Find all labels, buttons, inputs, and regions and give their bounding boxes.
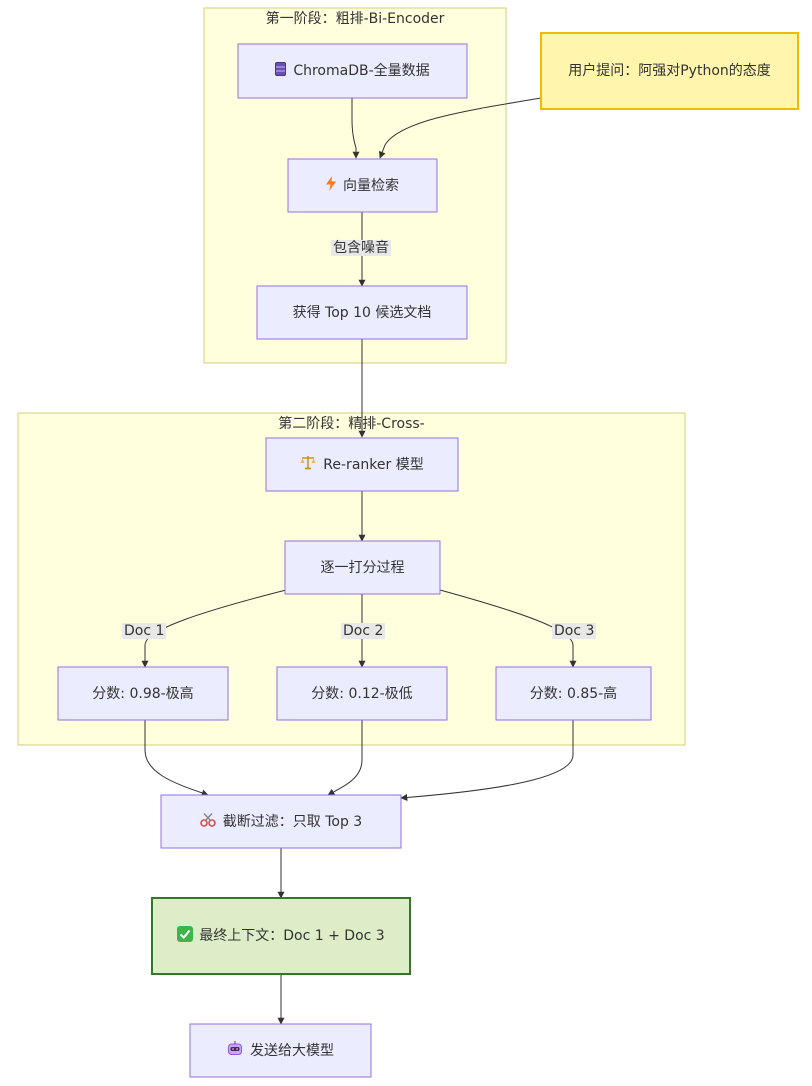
edge-chromadb-search [351, 98, 360, 159]
truncate-text: 截断过滤：只取 Top 3 [222, 813, 363, 830]
node-reranker-label: Re-ranker 模型 [266, 438, 458, 491]
doc1-label-text: Doc 1 [122, 623, 167, 639]
node-send-llm [189, 1023, 372, 1078]
node-user-question [540, 32, 799, 110]
edge-label-doc2: Doc 2 [341, 621, 386, 641]
node-scoring [284, 540, 441, 595]
scissors-icon [199, 812, 216, 831]
noise-label-text: 包含噪音 [331, 240, 391, 256]
lightning-icon [326, 176, 336, 195]
edge-scoring-score1 [141, 589, 287, 668]
stage1-title: 第一阶段：粗排-Bi-Encoder [265, 11, 445, 27]
edge-label-noise: 包含噪音 [331, 238, 391, 258]
node-scoring-label: 逐一打分过程 [320, 559, 405, 576]
node-score3-label: 分数: 0.85-高 [529, 685, 618, 702]
node-score1-label: 分数: 0.98-极高 [92, 685, 194, 702]
scales-icon [300, 455, 316, 474]
doc3-label-text: Doc 3 [552, 623, 597, 639]
edge-score1-truncate [144, 720, 209, 797]
chromadb-text: ChromaDB-全量数据 [293, 63, 430, 79]
edge-scoring-score3 [439, 589, 577, 668]
node-top10-label: 获得 Top 10 候选文档 [292, 304, 432, 321]
final-context-text: 最终上下文：Doc 1 + Doc 3 [199, 928, 385, 944]
vector-search-text: 向量检索 [343, 177, 399, 194]
robot-icon [227, 1041, 243, 1060]
node-truncate-label: 截断过滤：只取 Top 3 [161, 795, 401, 848]
node-final-context-label: 最终上下文：Doc 1 + Doc 3 [177, 898, 385, 974]
node-score2 [276, 666, 448, 721]
edge-question-search [378, 97, 542, 159]
doc2-label-text: Doc 2 [341, 623, 386, 639]
edge-score2-truncate [327, 720, 363, 796]
node-send-llm-label: 发送给大模型 [190, 1024, 371, 1077]
node-score3 [495, 666, 652, 721]
node-score1 [57, 666, 229, 721]
node-user-question-label: 用户提问：阿强对Python的态度 [568, 63, 771, 79]
node-vector-search-label: 向量检索 [288, 159, 437, 212]
node-top10 [256, 285, 468, 340]
node-score2-label: 分数: 0.12-极低 [311, 685, 413, 702]
edge-score3-truncate [400, 720, 574, 801]
database-icon [275, 62, 287, 80]
check-mark-icon [177, 926, 194, 946]
node-final-context [151, 897, 411, 975]
node-reranker [265, 437, 459, 492]
reranker-text: Re-ranker 模型 [323, 456, 424, 473]
node-vector-search [287, 158, 438, 213]
edge-label-doc3: Doc 3 [552, 621, 597, 641]
send-llm-text: 发送给大模型 [250, 1042, 334, 1059]
node-chromadb-label: ChromaDB-全量数据 [238, 44, 467, 98]
edge-label-doc1: Doc 1 [122, 621, 167, 641]
stage2-title: 第二阶段：精排-Cross- [278, 416, 425, 432]
